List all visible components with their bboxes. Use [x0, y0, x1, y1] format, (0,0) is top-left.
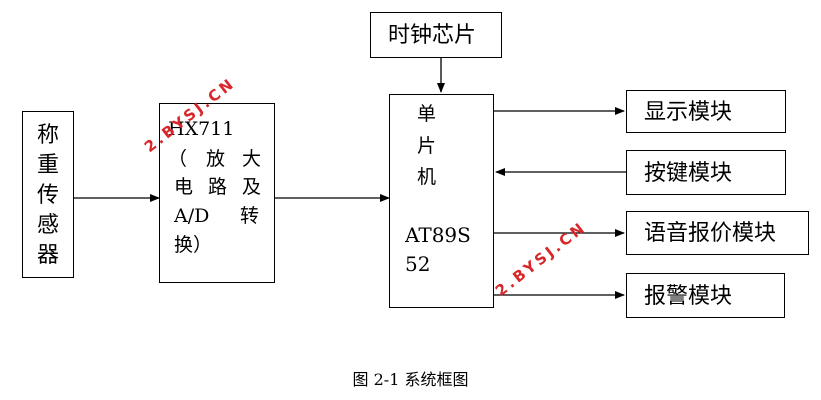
alarm-module-label: 报警模块	[644, 284, 733, 309]
weighing-sensor-block: 称 重 传 感 器	[22, 111, 74, 278]
voice-price-module-block: 语音报价模块	[626, 211, 809, 255]
amp-line-2-c: 大	[242, 148, 262, 170]
amp-line-2-a: （	[168, 148, 188, 170]
clock-chip-block: 时钟芯片	[370, 12, 502, 58]
clock-chip-label: 时钟芯片	[388, 23, 477, 48]
amp-line-2-b: 放	[206, 148, 226, 170]
mcu-line-1: 单	[417, 103, 437, 125]
sensor-label-char-3: 传	[37, 183, 60, 208]
sensor-label-char-5: 器	[37, 243, 60, 268]
keypad-module-label: 按键模块	[644, 161, 733, 186]
amp-line-3-a: 电	[174, 176, 194, 198]
amp-line-3-b: 路	[208, 176, 228, 198]
amp-line-1: HX711	[168, 118, 235, 140]
amp-line-4-b: 转	[240, 205, 260, 227]
display-module-block: 显示模块	[626, 90, 786, 133]
amp-line-4-a: A/D	[174, 205, 210, 227]
keypad-module-block: 按键模块	[626, 150, 786, 195]
sensor-label-char-2: 重	[37, 153, 60, 178]
mcu-line-2: 片	[417, 135, 437, 157]
hx711-amp-ad-block: HX711 （ 放 大 电 路 及 A/D 转 换）	[159, 103, 275, 283]
figure-caption: 图 2-1 系统框图	[352, 370, 469, 389]
mcu-line-3: 机	[417, 166, 437, 188]
amp-line-5: 换）	[174, 234, 213, 256]
amp-line-3-c: 及	[242, 176, 262, 198]
sensor-label-char-4: 感	[37, 213, 60, 238]
sensor-label-char-1: 称	[37, 123, 60, 148]
display-module-label: 显示模块	[644, 100, 733, 125]
mcu-model-line-2: 52	[405, 252, 431, 276]
mcu-block: 单 片 机 AT89S 52	[389, 94, 494, 308]
voice-price-module-label: 语音报价模块	[644, 221, 777, 246]
mcu-model-line-1: AT89S	[405, 223, 471, 247]
alarm-module-block: 报警模块	[626, 273, 785, 318]
